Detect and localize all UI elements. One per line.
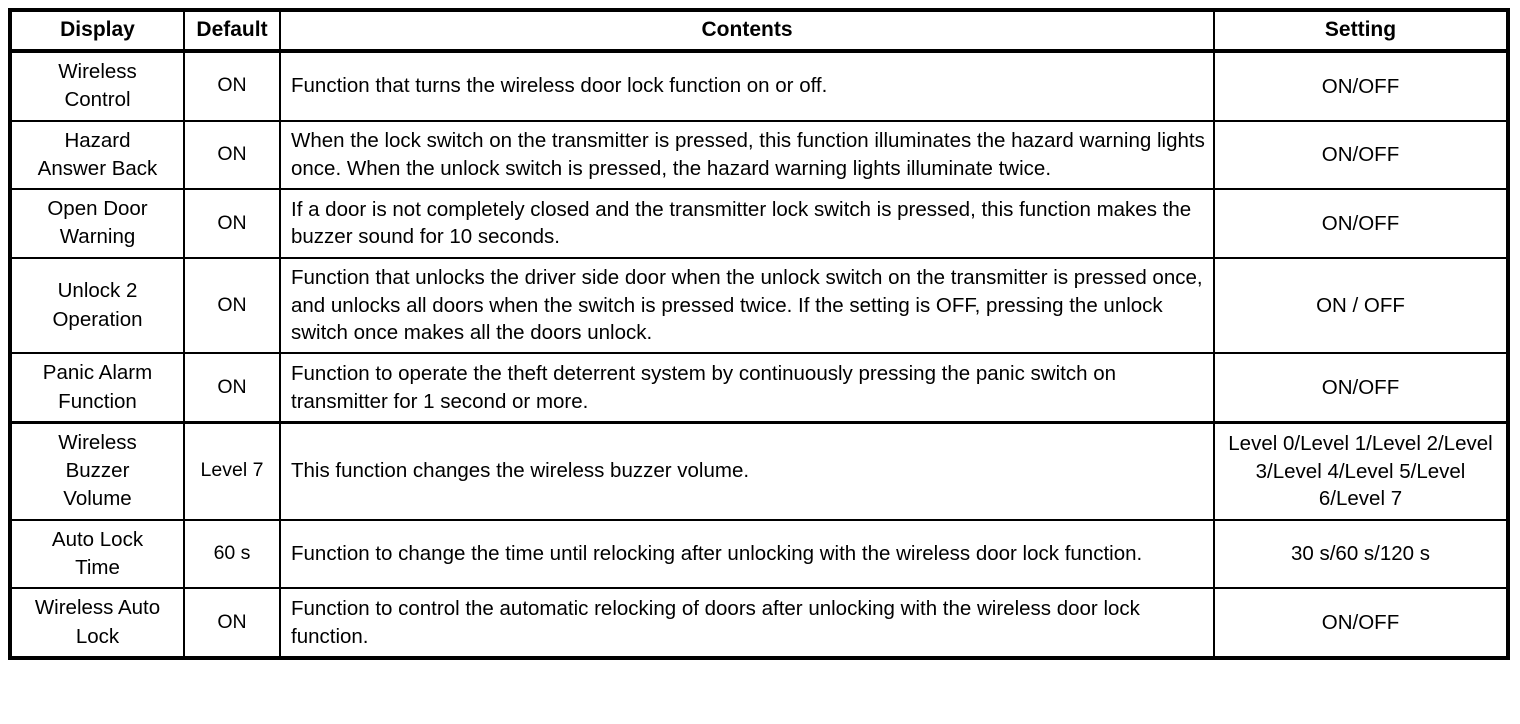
display-line: Wireless [58,430,137,454]
table-row: Hazard Answer Back ON When the lock swit… [10,119,1508,191]
display-line: Buzzer [65,459,130,483]
display-line: Warning [59,225,136,249]
column-header-default: Default [183,10,281,53]
cell-setting: ON / OFF [1213,256,1508,355]
settings-table: Display Default Contents Setting Wireles… [8,8,1510,660]
cell-display: Wireless Auto Lock [10,587,185,658]
table-row: Auto Lock Time 60 s Function to change t… [10,518,1508,590]
cell-contents: This function changes the wireless buzze… [279,420,1215,521]
display-line: Time [75,556,120,579]
cell-default: 60 s [183,518,281,590]
cell-setting: ON/OFF [1213,119,1508,191]
display-line: Hazard [64,128,131,152]
cell-setting: ON/OFF [1213,50,1508,122]
cell-display: Unlock 2 Operation [10,256,185,355]
table-body: Wireless Control ON Function that turns … [10,50,1508,658]
cell-contents: Function to change the time until relock… [279,518,1215,590]
cell-contents: Function that unlocks the driver side do… [279,256,1215,355]
cell-default: Level 7 [183,420,281,521]
display-line: Wireless [58,60,137,83]
column-header-display: Display [10,10,185,53]
header-row: Display Default Contents Setting [10,10,1508,53]
cell-contents: When the lock switch on the transmitter … [279,119,1215,191]
cell-display: Auto Lock Time [10,518,185,590]
display-line: Control [64,88,131,112]
cell-default: ON [183,119,281,191]
cell-default: ON [183,587,281,658]
cell-setting: 30 s/60 s/120 s [1213,518,1508,590]
display-line: Function [58,389,137,413]
cell-default: ON [183,352,281,424]
table-row: Wireless Buzzer Volume Level 7 This func… [10,420,1508,521]
table-row: Panic Alarm Function ON Function to oper… [10,352,1508,424]
cell-contents: Function to operate the theft deterrent … [279,352,1215,424]
display-line: Answer Back [37,156,158,180]
table-row: Unlock 2 Operation ON Function that unlo… [10,256,1508,355]
cell-contents: If a door is not completely closed and t… [279,188,1215,259]
cell-default: ON [183,188,281,259]
cell-setting: ON/OFF [1213,587,1508,658]
table-row: Open Door Warning ON If a door is not co… [10,188,1508,259]
cell-setting: Level 0/Level 1/Level 2/Level 3/Level 4/… [1213,420,1508,521]
cell-display: Hazard Answer Back [10,119,185,191]
cell-display: Wireless Buzzer Volume [10,420,185,521]
column-header-contents: Contents [279,10,1215,53]
cell-setting: ON/OFF [1213,352,1508,424]
cell-default: ON [183,256,281,355]
cell-display: Open Door Warning [10,188,185,259]
cell-display: Panic Alarm Function [10,352,185,424]
display-line: Panic Alarm [42,361,153,385]
cell-display: Wireless Control [10,50,185,122]
table-row: Wireless Auto Lock ON Function to contro… [10,587,1508,658]
display-line: Open Door [47,197,148,221]
display-line: Volume [63,487,132,511]
display-line: Wireless Auto [34,596,161,620]
column-header-setting: Setting [1213,10,1508,53]
table-header: Display Default Contents Setting [10,10,1508,53]
display-line: Auto Lock [51,527,144,551]
cell-contents: Function that turns the wireless door lo… [279,50,1215,122]
display-line: Unlock 2 [57,279,138,303]
display-line: Operation [52,307,143,331]
cell-setting: ON/OFF [1213,188,1508,259]
table-row: Wireless Control ON Function that turns … [10,50,1508,122]
cell-default: ON [183,50,281,122]
cell-contents: Function to control the automatic relock… [279,587,1215,658]
display-line: Lock [75,624,120,648]
